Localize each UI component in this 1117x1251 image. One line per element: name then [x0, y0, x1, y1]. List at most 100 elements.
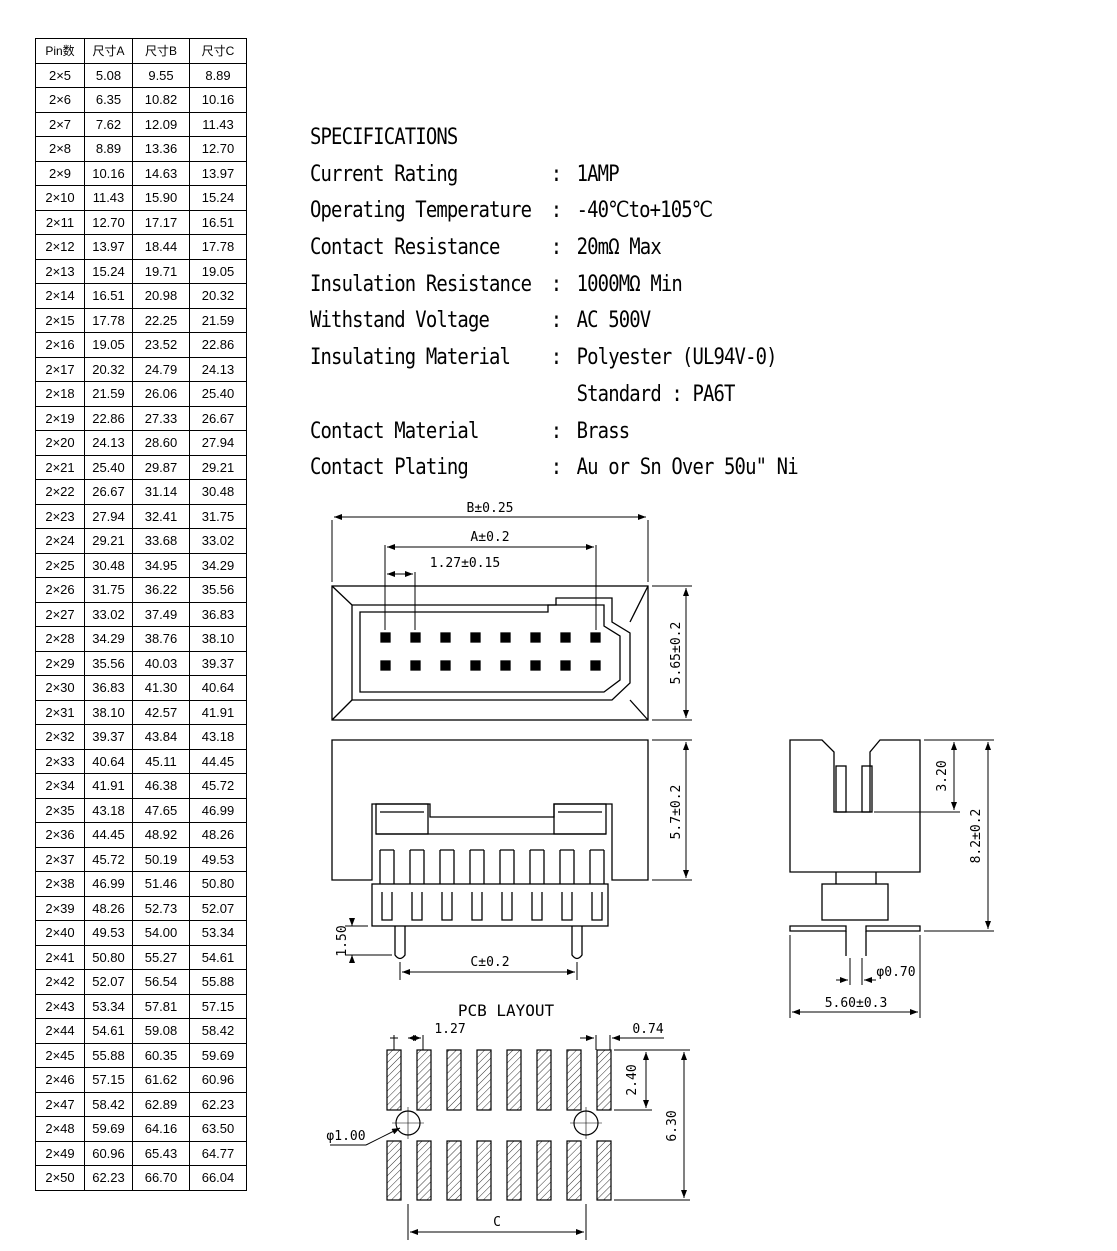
- cell-size-a: 6.35: [84, 87, 133, 113]
- cell-pin-count: 2×29: [35, 650, 85, 676]
- cell-pin-count: 2×26: [35, 577, 85, 603]
- front-pin-tail: [591, 892, 603, 921]
- pcb-pad-bottom: [596, 1140, 612, 1201]
- cell-size-a: 48.26: [84, 895, 133, 921]
- front-pin: [529, 849, 545, 884]
- cell-size-c: 34.29: [189, 552, 247, 578]
- cell-pin-count: 2×28: [35, 626, 85, 652]
- cell-size-c: 40.64: [189, 675, 247, 701]
- dim-top-height-label: 5.65±0.2: [669, 622, 684, 685]
- spec-value: 1AMP: [576, 161, 620, 187]
- dim-c-front-label: C±0.2: [470, 955, 509, 970]
- cell-size-a: 53.34: [84, 993, 133, 1019]
- dim-side-width-label: 5.60±0.3: [825, 996, 888, 1011]
- top-pin-row2: [410, 660, 421, 671]
- top-pin-row1: [470, 632, 481, 643]
- pcb-pad-top: [566, 1049, 582, 1111]
- cell-size-a: 25.40: [84, 454, 133, 480]
- cell-size-a: 13.97: [84, 234, 133, 260]
- front-view-dimensions: [345, 739, 692, 980]
- pcb-pad-bottom: [566, 1140, 582, 1201]
- cell-size-c: 25.40: [189, 381, 247, 407]
- cell-size-a: 50.80: [84, 944, 133, 970]
- pcb-pad-bottom: [446, 1140, 462, 1201]
- cell-size-c: 35.56: [189, 577, 247, 603]
- cell-size-b: 14.63: [132, 160, 190, 186]
- cell-size-b: 60.35: [132, 1042, 190, 1068]
- spec-value: AC 500V: [576, 308, 652, 334]
- cell-size-c: 30.48: [189, 479, 247, 505]
- pcb-pad-bottom: [416, 1140, 432, 1201]
- pcb-pad-top: [536, 1049, 552, 1111]
- dim-a-label: A±0.2: [470, 530, 509, 545]
- cell-size-b: 33.68: [132, 528, 190, 554]
- dim-side-total-label: 8.2±0.2: [969, 809, 984, 864]
- cell-size-c: 48.26: [189, 822, 247, 848]
- cell-size-c: 27.94: [189, 430, 247, 456]
- pcb-dimensions: [330, 1035, 690, 1240]
- cell-size-a: 16.51: [84, 283, 133, 309]
- cell-size-b: 22.25: [132, 307, 190, 333]
- cell-pin-count: 2×22: [35, 479, 85, 505]
- cell-pin-count: 2×9: [35, 160, 85, 186]
- cell-size-b: 41.30: [132, 675, 190, 701]
- cell-size-c: 57.15: [189, 993, 247, 1019]
- spec-colon: :: [550, 455, 562, 481]
- cell-pin-count: 2×14: [35, 283, 85, 309]
- cell-size-c: 50.80: [189, 871, 247, 897]
- cell-pin-count: 2×31: [35, 699, 85, 725]
- cell-size-a: 24.13: [84, 430, 133, 456]
- front-pin-tail: [501, 892, 513, 921]
- cell-size-b: 56.54: [132, 969, 190, 995]
- cell-size-a: 46.99: [84, 871, 133, 897]
- cell-size-c: 16.51: [189, 209, 247, 235]
- cell-size-b: 38.76: [132, 626, 190, 652]
- pcb-pad-bottom: [476, 1140, 492, 1201]
- cell-size-a: 40.64: [84, 748, 133, 774]
- spec-line: Contact Resistance:20mΩ Max: [310, 230, 798, 267]
- cell-size-b: 47.65: [132, 797, 190, 823]
- cell-size-b: 62.89: [132, 1091, 190, 1117]
- dim-front-height-label: 5.7±0.2: [669, 785, 684, 840]
- cell-size-a: 7.62: [84, 111, 133, 137]
- front-pin: [469, 849, 485, 884]
- cell-size-a: 31.75: [84, 577, 133, 603]
- front-pin: [559, 849, 575, 884]
- cell-size-c: 39.37: [189, 650, 247, 676]
- cell-size-c: 66.04: [189, 1165, 247, 1191]
- front-pin: [409, 849, 425, 884]
- cell-size-b: 29.87: [132, 454, 190, 480]
- cell-pin-count: 2×15: [35, 307, 85, 333]
- pcb-pad-width-label: 0.74: [632, 1022, 663, 1037]
- spec-value: Au or Sn Over 50u" Ni: [576, 455, 799, 481]
- front-pin: [379, 849, 395, 884]
- cell-size-a: 19.05: [84, 332, 133, 358]
- top-pin-row1: [590, 632, 601, 643]
- pcb-pad-bottom: [386, 1140, 402, 1201]
- cell-size-c: 52.07: [189, 895, 247, 921]
- cell-size-c: 55.88: [189, 969, 247, 995]
- spec-line: Insulating Material:Polyester (UL94V-0): [310, 340, 798, 377]
- spec-line: Insulation Resistance:1000MΩ Min: [310, 267, 798, 304]
- cell-size-c: 43.18: [189, 724, 247, 750]
- cell-size-c: 63.50: [189, 1116, 247, 1142]
- top-view: [331, 585, 649, 721]
- cell-size-b: 36.22: [132, 577, 190, 603]
- spec-key: Contact Material: [310, 418, 479, 444]
